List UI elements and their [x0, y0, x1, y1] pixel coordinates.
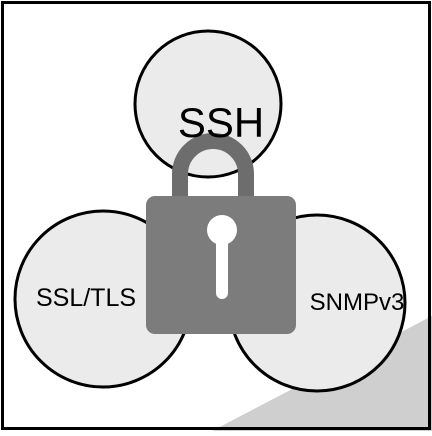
padlock-shackle — [172, 133, 254, 202]
label-ssh: SSH — [178, 99, 264, 146]
keyhole-slot — [216, 236, 228, 299]
circle-ssh — [133, 29, 283, 179]
outer-border — [1, 1, 431, 430]
keyhole-circle — [207, 215, 237, 245]
label-snmpv3: SNMPv3 — [310, 289, 405, 316]
label-ssl-tls: SSL/TLS — [36, 284, 136, 312]
padlock-icon — [146, 133, 296, 334]
